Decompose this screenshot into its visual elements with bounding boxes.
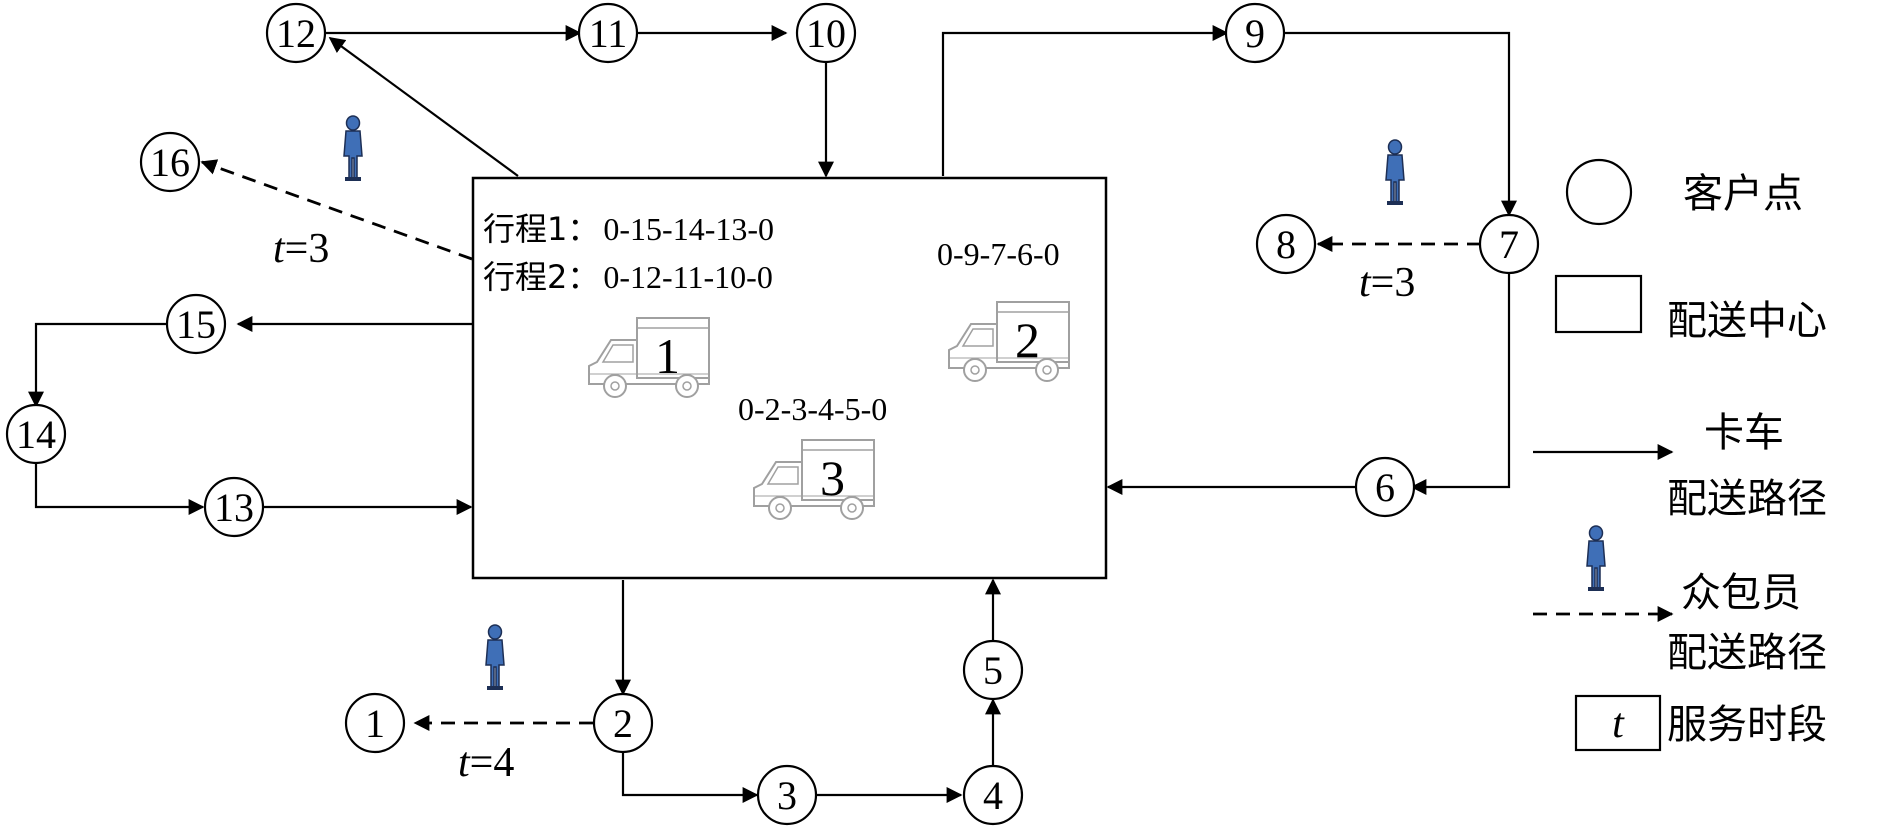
crowd-worker-icon-16 [343,115,363,182]
svg-text:10: 10 [806,11,846,56]
svg-text:1: 1 [655,328,680,384]
customer-node-8: 8 [1255,213,1317,275]
route-truck2-text: 0-9-7-6-0 [937,236,1060,272]
svg-text:2: 2 [1015,312,1040,368]
svg-text:5: 5 [983,648,1003,693]
svg-text:15: 15 [176,302,216,347]
svg-text:4: 4 [983,773,1003,818]
legend-customer-label: 客户点 [1683,171,1803,217]
customer-node-15: 15 [165,293,227,355]
edge-15-14 [28,322,167,408]
customer-node-7: 7 [1478,213,1540,275]
legend: 客户点 配送中心 卡车 配送路径 众包员 配送路径 t 服务时段 [1533,158,1827,752]
svg-text:2: 2 [613,701,633,746]
legend-crowd-label-1: 众包员 [1681,570,1801,616]
customer-node-9: 9 [1224,2,1286,64]
crowd-edge-depot-16 [200,159,473,261]
trip2-text: 行程2：0-12-11-10-0 [483,258,773,296]
svg-text:7: 7 [1499,222,1519,267]
customer-node-12: 12 [265,2,327,64]
truck-2-icon: 2 [948,301,1070,382]
legend-service-symbol [1574,694,1662,752]
edge-7-6 [1410,272,1511,495]
customer-node-3: 3 [756,764,818,826]
legend-crowd-worker-icon [1586,525,1606,592]
customer-node-16: 16 [139,131,201,193]
svg-text:1: 1 [365,701,385,746]
legend-truck-label-1: 卡车 [1704,410,1784,456]
edge-depot-9 [941,25,1229,176]
svg-text:9: 9 [1245,11,1265,56]
trip1-text: 行程1：0-15-14-13-0 [483,210,774,248]
customer-node-2: 2 [592,692,654,754]
edge-9-7 [1283,31,1517,217]
customer-node-14: 14 [5,403,67,465]
route-truck3-text: 0-2-3-4-5-0 [738,391,887,427]
svg-text:14: 14 [16,412,56,457]
legend-service-label: 服务时段 [1667,702,1827,748]
customer-node-1: 1 [344,692,406,754]
legend-depot-symbol [1554,274,1643,334]
svg-text:3: 3 [777,773,797,818]
customer-node-5: 5 [962,639,1024,701]
legend-service-t: t [1612,701,1625,747]
edge-14-13 [34,463,205,515]
svg-text:3: 3 [820,450,845,506]
svg-text:11: 11 [589,11,628,56]
legend-depot-label: 配送中心 [1667,298,1827,344]
service-time-1: t=4 [458,740,514,786]
customer-node-11: 11 [577,2,639,64]
edge-depot-12 [328,37,519,177]
truck-3-icon: 3 [753,439,875,520]
svg-text:12: 12 [276,11,316,56]
edge-2-3 [621,752,759,803]
service-time-8: t=3 [1359,260,1415,306]
svg-text:13: 13 [214,485,254,530]
crowd-worker-icon-1 [485,624,505,691]
legend-customer-symbol [1565,158,1633,226]
customer-node-10: 10 [795,2,857,64]
svg-text:16: 16 [150,140,190,185]
legend-crowd-label-2: 配送路径 [1667,630,1827,676]
legend-truck-label-2: 配送路径 [1667,476,1827,522]
service-time-16: t=3 [273,226,329,272]
customer-node-6: 6 [1354,456,1416,518]
truck-1-icon: 1 [588,317,710,398]
svg-text:8: 8 [1276,222,1296,267]
customer-node-13: 13 [203,476,265,538]
svg-text:6: 6 [1375,465,1395,510]
crowd-worker-icon-8 [1385,139,1405,206]
customer-node-4: 4 [962,764,1024,826]
